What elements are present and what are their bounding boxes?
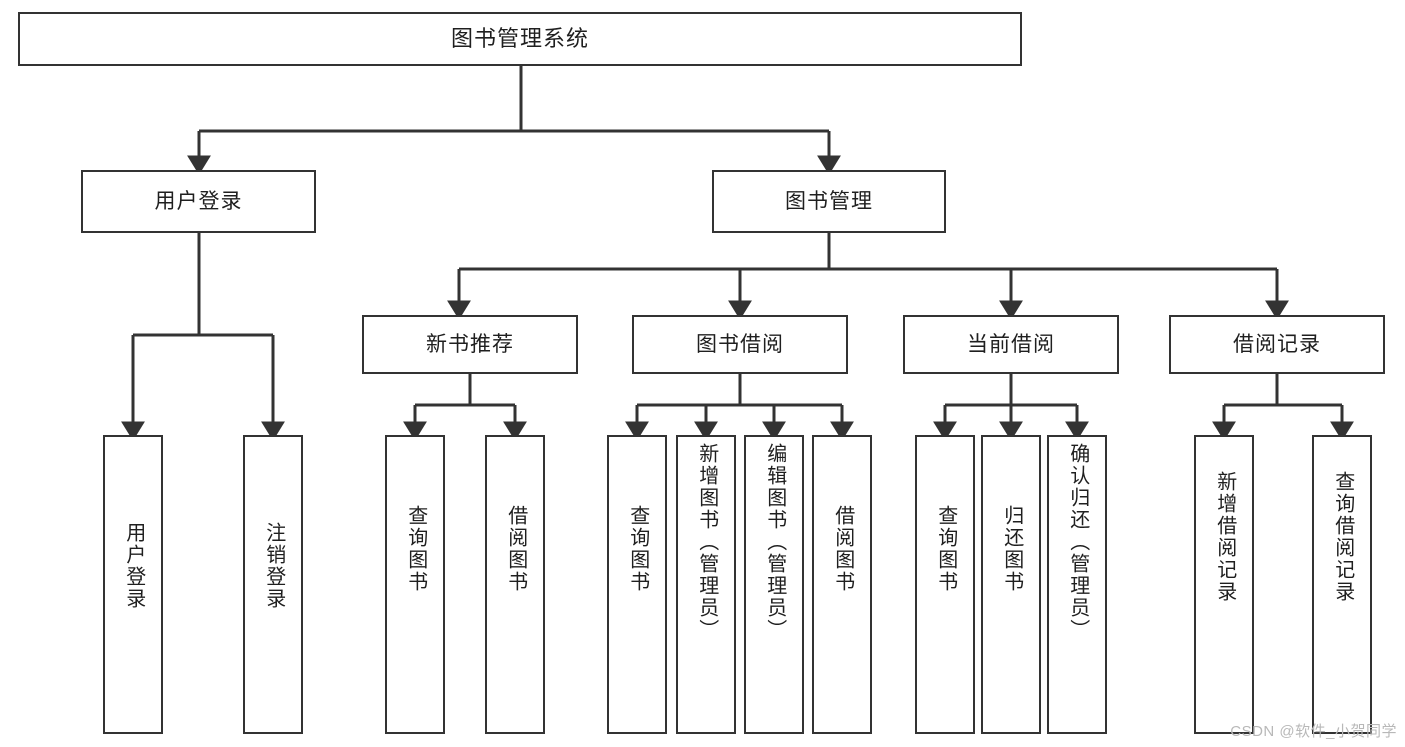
node-label: 查询图书 [404,505,427,593]
node-label: 借阅图书 [831,505,854,593]
node-label: 查询图书 [626,505,649,593]
leaf-return-book[interactable]: 归还图书 [981,435,1041,734]
leaf-confirm-return-admin[interactable]: 确认归还（管理员） [1047,435,1107,734]
leaf-query-borrow-record[interactable]: 查询借阅记录 [1312,435,1372,734]
node-current-borrow[interactable]: 当前借阅 [903,315,1119,374]
leaf-user-login[interactable]: 用户登录 [103,435,163,734]
node-label: 图书管理系统 [450,25,589,51]
node-new-book-recommend[interactable]: 新书推荐 [362,315,578,374]
node-label: 新书推荐 [426,332,514,356]
node-book-management[interactable]: 图书管理 [712,170,946,233]
node-label: 图书借阅 [696,332,784,356]
leaf-edit-book-admin[interactable]: 编辑图书（管理员） [744,435,804,734]
node-label: 借阅记录 [1233,332,1321,356]
node-label: 用户登录 [154,189,243,213]
watermark: CSDN @软件_小贺同学 [1230,723,1397,740]
leaf-query-book-borrow[interactable]: 查询图书 [607,435,667,734]
node-label: 借阅图书 [504,505,527,593]
node-label: 编辑图书（管理员） [763,443,786,641]
node-borrow-records[interactable]: 借阅记录 [1169,315,1385,374]
leaf-borrow-book[interactable]: 借阅图书 [812,435,872,734]
leaf-borrow-book-new[interactable]: 借阅图书 [485,435,545,734]
leaf-add-borrow-record[interactable]: 新增借阅记录 [1194,435,1254,734]
leaf-add-book-admin[interactable]: 新增图书（管理员） [676,435,736,734]
node-label: 新增图书（管理员） [695,443,718,641]
node-label: 当前借阅 [967,332,1055,356]
node-label: 归还图书 [1000,505,1023,593]
node-label: 确认归还（管理员） [1066,443,1089,641]
node-label: 查询借阅记录 [1331,471,1354,603]
leaf-query-book-new[interactable]: 查询图书 [385,435,445,734]
node-label: 用户登录 [122,522,145,610]
node-root-library-system[interactable]: 图书管理系统 [18,12,1022,66]
node-label: 新增借阅记录 [1213,471,1236,603]
node-label: 查询图书 [934,505,957,593]
node-label: 图书管理 [785,189,873,213]
node-label: 注销登录 [262,522,285,610]
node-book-borrow[interactable]: 图书借阅 [632,315,848,374]
leaf-logout-login[interactable]: 注销登录 [243,435,303,734]
node-user-login[interactable]: 用户登录 [81,170,316,233]
leaf-query-book-current[interactable]: 查询图书 [915,435,975,734]
